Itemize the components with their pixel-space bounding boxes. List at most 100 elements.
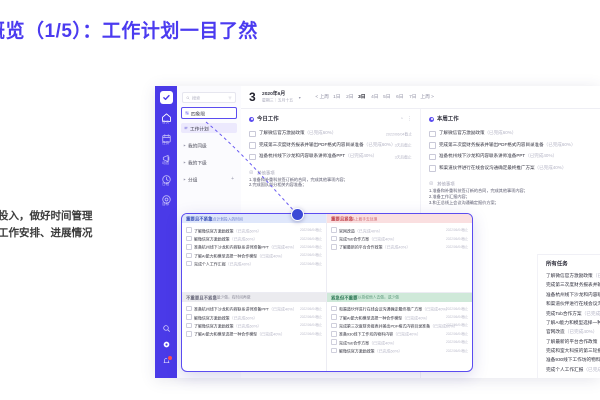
rail-search-button[interactable] — [155, 324, 177, 333]
rail-item-schedule[interactable]: 日程 — [155, 172, 177, 187]
task-checkbox[interactable] — [186, 322, 192, 329]
all-tasks-row[interactable]: 了解微信官方激励政策（已完成60%） — [546, 273, 600, 279]
quadrant-task-row[interactable]: 解微信官方激励政策（已完成60%）2022/06/04截止 — [186, 313, 322, 321]
search-input[interactable]: 搜索 — [182, 92, 236, 103]
day-tab-4[interactable]: 4日 — [370, 93, 379, 99]
quadrant-task-row[interactable]: 了解微信官方激励政策（已完成60%）2022/06/04截止 — [186, 226, 322, 234]
all-tasks-row[interactable]: 完成第三次度财务报表并输出PDF格式内容目录准备（已完成60%） — [546, 282, 600, 289]
date-block[interactable]: 2020年6月 星期三｜五月十五 — [262, 91, 293, 102]
task-checkbox[interactable] — [249, 130, 256, 137]
date-header: 3 2020年6月 星期三｜五月十五 ▾ < 上周 1日 2日 3日 4日 5日… — [241, 86, 600, 109]
add-group-button[interactable]: + — [231, 175, 234, 182]
quadrant-task-row[interactable]: 解微信官方激励政策（已完成60%）2022/06/04截止 — [331, 346, 468, 354]
sidebar-item-workplan[interactable]: 工作计划 — [181, 123, 237, 133]
sidebar-item-quadrant-label: 四象限 — [191, 110, 206, 117]
quadrant-task-row[interactable]: 了解AI能力和模型选择一种合作模型（已完成40%）2022/06/04截止 — [186, 251, 322, 259]
task-row[interactable]: 和渠道伙伴进行在线会议沟通确定最终推广方案（已完成40%） — [429, 163, 592, 175]
quadrant-task-row[interactable]: 了解AI能力和模型选择一种合作模型（已完成40%）2022/06/04截止 — [331, 313, 468, 321]
task-checkbox[interactable] — [186, 244, 192, 250]
quadrant-task-row[interactable]: 准备杭州线下沙龙和内容联系讲师准备PPT（已完成40%）2022/06/04截止 — [186, 243, 322, 251]
sidebar-item-quadrant[interactable]: 四象限 — [181, 107, 237, 119]
quadrant-body: 准备杭州线下沙龙和内容联系讲师准备PPT（已完成40%）2022/06/04截止… — [182, 302, 326, 339]
day-tab-6[interactable]: 6日 — [396, 93, 404, 99]
all-tasks-row[interactable]: 了解最新的平台合作政策（已完成40%） — [546, 339, 600, 345]
timer-icon[interactable]: ◔ — [399, 116, 403, 122]
day-tab-2[interactable]: 2日 — [345, 93, 354, 99]
task-checkbox[interactable] — [429, 130, 436, 137]
task-checkbox[interactable] — [429, 153, 436, 160]
task-row[interactable]: 完成第三次度财务报表并输出PDF格式内容目录准备（已完成60%） 3天后截止 — [249, 140, 412, 152]
rail-item-tasks[interactable]: 任务 — [155, 131, 177, 146]
week-card-header: 本周工作 — [429, 115, 592, 122]
all-tasks-row[interactable]: 完成Tob合作方案（已完成40%） — [546, 310, 600, 317]
next-week-button[interactable]: 上周 > — [420, 93, 435, 99]
task-checkbox[interactable] — [186, 305, 192, 312]
task-checkbox[interactable] — [331, 339, 337, 345]
rail-settings-button[interactable] — [155, 340, 177, 349]
rail-item-home[interactable]: 首页 — [155, 110, 177, 125]
task-row[interactable]: 完成第三次度财务报表并输出PDF格式内容目录准备（已完成60%） — [429, 140, 592, 152]
task-due: 2022/06/04截止 — [299, 332, 322, 337]
rail-notifications-button[interactable] — [155, 355, 177, 365]
all-tasks-row[interactable]: 了解AI能力和模型选择一种合作模型（已完成40%） — [546, 320, 600, 326]
task-checkbox[interactable] — [331, 305, 337, 312]
task-checkbox[interactable] — [186, 314, 192, 320]
task-checkbox[interactable] — [249, 153, 256, 160]
task-checkbox[interactable] — [186, 252, 192, 259]
all-tasks-row[interactable]: 准备杭州线下沙龙和内容联系讲师准备PPT（已完成40%） — [546, 292, 600, 298]
all-tasks-row[interactable]: 准备930线下工作坊的物料内容（已完成40%） — [546, 357, 600, 364]
all-tasks-row[interactable]: 和渠道伙伴进行在线会议沟通确定最终推广方案（已完成40%） — [546, 301, 600, 307]
task-checkbox[interactable] — [331, 227, 337, 233]
task-checkbox[interactable] — [331, 322, 337, 329]
task-due: 2022/06/04截止 — [445, 349, 468, 354]
sidebar-group-groups[interactable]: ▸ 分组 + — [181, 174, 237, 184]
all-tasks-row[interactable]: 官网改造（已完成40%） — [546, 329, 598, 335]
all-tasks-row[interactable]: 完成和室大科技的第三轮报价方案（已完成40%） — [546, 348, 600, 354]
sidebar-group-reports[interactable]: ▸ 我的下级 — [181, 157, 237, 167]
task-checkbox[interactable] — [186, 331, 192, 337]
task-checkbox[interactable] — [331, 235, 337, 242]
check-logo-icon[interactable] — [159, 91, 173, 104]
day-tab-7[interactable]: 7日 — [408, 93, 417, 99]
quadrant-task-row[interactable]: 完成Tob合作方案（已完成40%）2022/06/04截止 — [331, 338, 468, 346]
task-row[interactable]: 了解微信官方激励政策（已完成60%） 2022/06/04截止 — [249, 128, 412, 140]
day-tab-3[interactable]: 3日 — [358, 93, 366, 99]
filter-icon[interactable] — [228, 96, 232, 100]
rail-item-feed[interactable]: 动态 — [155, 151, 177, 166]
quadrant-task-row[interactable]: 完成第三次度财务报表并输出PDF格式内容目录准备（已完成60%）2022/06/… — [331, 321, 468, 329]
quadrant-task-row[interactable]: 解微信官方激励政策（已完成60%）2022/06/04截止 — [186, 234, 322, 242]
all-tasks-row[interactable]: 完成个人工作汇报（已完成40%） — [546, 367, 600, 373]
prev-week-button[interactable]: < 上周 — [315, 93, 329, 99]
day-tab-1[interactable]: 1日 — [333, 93, 341, 99]
chevron-down-icon[interactable]: ▾ — [298, 94, 301, 100]
quadrant-task-row[interactable]: 完成Tob合作方案（已完成40%）2022/06/04截止 — [331, 234, 468, 242]
quadrant-task-row[interactable]: 准备930线下工作坊的物料内容（已完成40%）2022/06/04截止 — [331, 330, 468, 338]
task-checkbox[interactable] — [331, 331, 337, 337]
task-checkbox[interactable] — [186, 260, 192, 267]
quadrant-task-row[interactable]: 官网改造（已完成40%）2022/06/04截止 — [331, 226, 468, 234]
quadrant-task-row[interactable]: 了解最新的平台合作政策（已完成40%）2022/06/04截止 — [331, 243, 468, 251]
task-checkbox[interactable] — [186, 235, 192, 242]
task-row[interactable]: 准备杭州线下沙龙和内容联系讲师准备PPT（已完成40%） 3天后截止 — [249, 151, 412, 163]
quadrant-task-row[interactable]: 和渠道伙伴进行在线会议沟通确定最终推广方案（已完成40%）2022/06/04截… — [331, 305, 468, 313]
quadrant-task-row[interactable]: 了解微信官方激励政策（已完成60%）2022/06/04截止 — [186, 321, 322, 329]
task-row[interactable]: 了解微信官方激励政策（已完成60%） — [429, 128, 592, 140]
week-other-header: 其他事项 — [429, 181, 592, 187]
task-checkbox[interactable] — [429, 165, 436, 172]
task-due: 2022/06/04截止 — [299, 324, 322, 328]
sidebar-group-peers[interactable]: ▸ 我的同级 — [181, 140, 237, 150]
task-checkbox[interactable] — [429, 142, 436, 149]
task-checkbox[interactable] — [249, 142, 256, 149]
task-row[interactable]: 准备杭州线下沙龙和内容联系讲师准备PPT（已完成40%） — [429, 151, 592, 163]
task-checkbox[interactable] — [331, 347, 337, 354]
day-tab-5[interactable]: 5日 — [383, 93, 391, 99]
task-checkbox[interactable] — [331, 314, 337, 320]
quadrant-task-row[interactable]: 了解AI能力和模型选择一种合作模型（已完成40%）2022/06/04截止 — [186, 330, 322, 338]
rail-item-goals[interactable]: 目标 — [155, 192, 177, 207]
task-checkbox[interactable] — [186, 227, 192, 233]
more-icon[interactable]: ⋮ — [407, 116, 412, 122]
task-checkbox[interactable] — [331, 244, 337, 250]
search-icon — [162, 325, 170, 332]
quadrant-task-row[interactable]: 准备杭州线下沙龙和内容联系讲师准备PPT（已完成40%）2022/06/04截止 — [186, 305, 322, 313]
quadrant-task-row[interactable]: 完成个人工作汇报（已完成40%）2022/06/04截止 — [186, 260, 322, 268]
